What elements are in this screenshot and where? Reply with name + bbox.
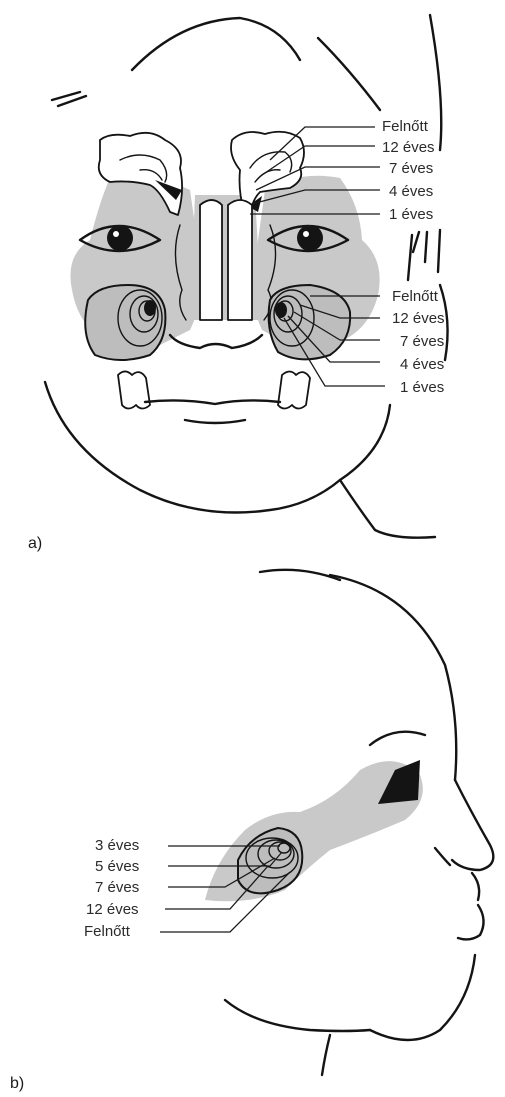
frontal-label-1: 1 éves (389, 206, 433, 223)
lateral-label-12: 12 éves (86, 901, 139, 918)
maxillary-sinus-left (85, 285, 165, 360)
maxillary-label-adult: Felnőtt (392, 288, 439, 305)
frontal-label-7: 7 éves (389, 160, 433, 177)
maxillary-label-4: 4 éves (400, 356, 444, 373)
maxillary-label-7: 7 éves (400, 333, 444, 350)
tooth-right (278, 372, 310, 409)
frontal-label-adult: Felnőtt (382, 118, 429, 135)
nasal-septum (200, 200, 222, 320)
head-outline (260, 570, 340, 580)
nose-profile (452, 780, 493, 870)
mouth (145, 400, 280, 404)
lateral-label-adult: Felnőtt (84, 923, 131, 940)
panel-a-frontal-face: Felnőtt 12 éves 7 éves 4 éves 1 éves Fel… (28, 15, 448, 552)
maxillary-label-1: 1 éves (400, 379, 444, 396)
panel-b-lateral-face: 3 éves 5 éves 7 éves 12 éves Felnőtt b) (10, 570, 493, 1092)
lateral-label-5: 5 éves (95, 858, 139, 875)
frontal-label-12: 12 éves (382, 139, 435, 156)
maxillary-label-12: 12 éves (392, 310, 445, 327)
panel-b-tag: b) (10, 1075, 24, 1092)
nose (170, 335, 262, 348)
lateral-label-7: 7 éves (95, 879, 139, 896)
lateral-label-3: 3 éves (95, 837, 139, 854)
frontal-label-4: 4 éves (389, 183, 433, 200)
panel-a-tag: a) (28, 535, 42, 552)
